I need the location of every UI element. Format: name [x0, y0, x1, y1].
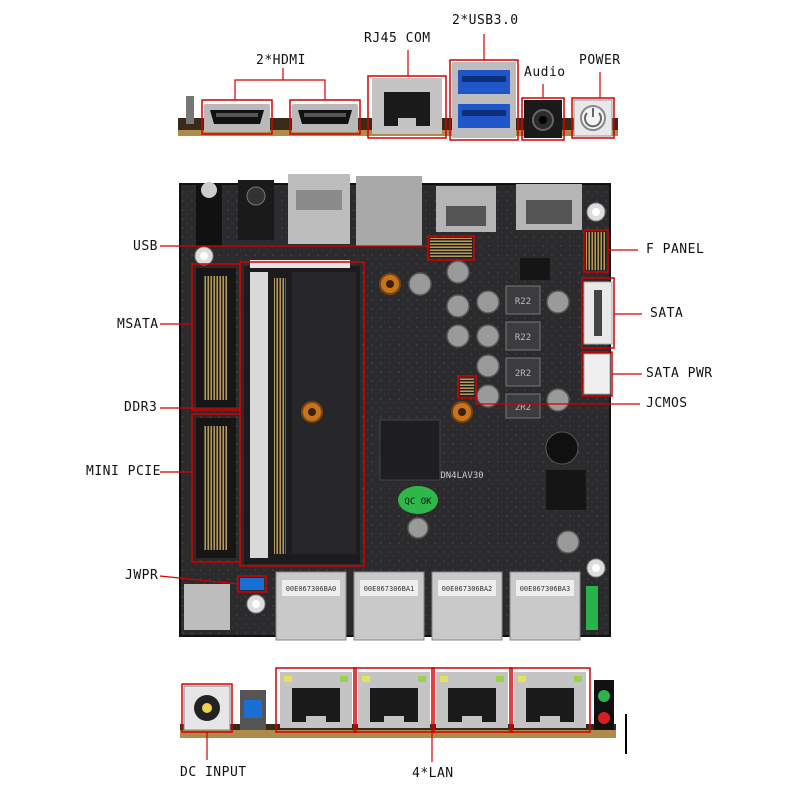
capacitors	[407, 260, 580, 554]
lan-jack-marking: 00E067306BA2	[442, 585, 493, 593]
sata-power-connector	[581, 351, 613, 397]
label-sata-pwr: SATA PWR	[646, 366, 713, 381]
label-f-panel: F PANEL	[646, 242, 705, 257]
jcmos-jumper	[457, 375, 477, 399]
mini-pcie-slot	[191, 413, 241, 563]
label-msata: MSATA	[117, 317, 159, 332]
lan-jack-marking: 00E067306BA0	[286, 585, 337, 593]
bottom-io-view	[180, 667, 627, 762]
hdmi-port	[204, 104, 270, 132]
label-dc-input: DC INPUT	[180, 765, 247, 780]
hdmi-port	[292, 104, 358, 132]
rj45-com-port	[372, 78, 442, 134]
label-ddr3: DDR3	[124, 400, 158, 415]
label-jwpr: JWPR	[125, 568, 159, 583]
inductor-marking: 2R2	[515, 403, 531, 413]
lan-jack-marking: 00E067306BA1	[364, 585, 415, 593]
label-sata: SATA	[650, 306, 684, 321]
usb30-ports	[452, 62, 516, 138]
f-panel-header	[583, 229, 609, 273]
label-audio: Audio	[524, 65, 566, 80]
mainboard: R22 R22 2R2 2R2 QC OK DN4LAV30	[159, 174, 642, 641]
label-hdmi: 2*HDMI	[256, 53, 306, 68]
label-usb30: 2*USB3.0	[452, 13, 519, 28]
label-lan: 4*LAN	[412, 766, 454, 781]
sata-connector	[581, 277, 615, 349]
usb-header	[427, 235, 475, 261]
audio-jack	[524, 100, 562, 138]
label-power: POWER	[579, 53, 621, 68]
inductors: R22 R22 2R2 2R2	[505, 285, 541, 419]
power-button	[573, 99, 613, 137]
inductor-marking: R22	[515, 333, 531, 343]
lan-ports-bottom	[275, 667, 591, 733]
svg-text:QC OK: QC OK	[404, 497, 432, 507]
dc-input-jack	[181, 683, 233, 733]
board-model-marking: DN4LAV30	[440, 471, 483, 481]
label-rj45-com: RJ45 COM	[364, 31, 431, 46]
label-jcmos: JCMOS	[646, 396, 688, 411]
top-io-view	[178, 34, 618, 141]
qc-sticker: QC OK	[398, 486, 438, 514]
label-mini-pcie: MINI PCIE	[86, 464, 161, 479]
lan-jack-marking: 00E067306BA3	[520, 585, 571, 593]
jwpr-jumper	[237, 575, 267, 593]
msata-slot	[191, 263, 241, 411]
label-usb: USB	[133, 239, 158, 254]
lan-jacks-board: 00E067306BA0 00E067306BA1 00E067306BA2 0…	[275, 571, 581, 641]
inductor-marking: 2R2	[515, 369, 531, 379]
inductor-marking: R22	[515, 297, 531, 307]
status-leds	[594, 680, 614, 730]
